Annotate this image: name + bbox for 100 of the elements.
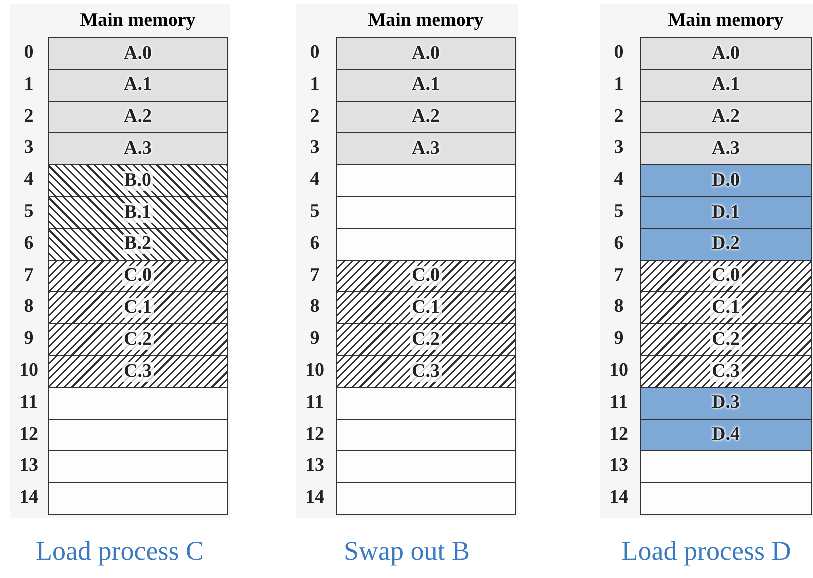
page-label: C.1 xyxy=(410,298,442,318)
memory-frame xyxy=(640,100,812,134)
page-label: C.0 xyxy=(710,266,742,286)
empty-frame xyxy=(48,418,228,452)
page-label: C.2 xyxy=(710,330,742,350)
page-label: C.1 xyxy=(710,298,742,318)
frame-number: 1 xyxy=(309,74,321,96)
memory-frame xyxy=(640,68,812,102)
page-label: B.1 xyxy=(122,202,154,223)
frame-number: 8 xyxy=(23,296,35,318)
memory-frame xyxy=(640,228,812,262)
frame-number: 3 xyxy=(613,137,625,160)
memory-panel xyxy=(10,4,230,518)
memory-frame xyxy=(640,260,812,293)
page-label: A.1 xyxy=(711,75,741,96)
page-label: A.3 xyxy=(123,139,153,160)
empty-frame xyxy=(48,386,228,420)
frame-number: 10 xyxy=(18,360,40,382)
page-label: A.2 xyxy=(411,107,441,128)
memory-frame xyxy=(640,386,812,420)
frame-number: 0 xyxy=(309,42,321,64)
memory-frame xyxy=(48,196,228,230)
frame-number: 5 xyxy=(23,201,35,223)
frame-number: 2 xyxy=(613,106,625,128)
page-label: D.0 xyxy=(711,170,741,191)
frame-number: 1 xyxy=(23,74,35,96)
frame-number: 12 xyxy=(304,424,326,446)
page-label: A.2 xyxy=(123,107,153,128)
page-label: D.3 xyxy=(711,393,741,414)
memory-frame xyxy=(48,37,228,70)
memory-panel xyxy=(600,4,813,518)
page-label: C.3 xyxy=(122,362,154,382)
frame-number: 5 xyxy=(309,201,321,223)
frame-number: 14 xyxy=(304,487,326,510)
memory-frame xyxy=(640,37,812,70)
empty-frame xyxy=(640,482,812,516)
frame-number: 14 xyxy=(608,487,630,510)
memory-frame xyxy=(48,291,228,325)
step-caption: Load process C xyxy=(35,536,205,567)
memory-frame xyxy=(48,132,228,166)
page-label: D.2 xyxy=(711,234,741,254)
page-label: C.3 xyxy=(710,362,742,382)
frame-number: 4 xyxy=(23,169,35,192)
memory-frame xyxy=(640,323,812,356)
memory-frame xyxy=(640,164,812,198)
memory-heading: Main memory xyxy=(667,10,785,32)
memory-frame xyxy=(336,132,516,166)
page-label: A.3 xyxy=(711,139,741,160)
memory-frame xyxy=(640,132,812,166)
memory-frame xyxy=(336,355,516,388)
frame-number: 14 xyxy=(18,487,40,510)
memory-frame xyxy=(640,291,812,325)
empty-frame xyxy=(336,482,516,516)
memory-frame xyxy=(640,196,812,230)
frame-number: 7 xyxy=(309,264,321,287)
page-label: C.0 xyxy=(410,266,442,286)
memory-frame xyxy=(336,323,516,356)
frame-number: 9 xyxy=(309,328,321,350)
page-label: A.1 xyxy=(123,75,153,96)
empty-frame xyxy=(336,196,516,230)
frame-number: 0 xyxy=(613,42,625,64)
page-label: A.1 xyxy=(411,75,441,96)
frame-number: 12 xyxy=(608,424,630,446)
frame-number: 1 xyxy=(613,74,625,96)
frame-number: 4 xyxy=(309,169,321,192)
frame-number: 11 xyxy=(305,392,325,414)
frame-number: 10 xyxy=(304,360,326,382)
empty-frame xyxy=(336,450,516,484)
page-label: D.4 xyxy=(711,425,741,446)
frame-number: 7 xyxy=(23,264,35,287)
memory-frame xyxy=(336,291,516,325)
memory-frame xyxy=(48,323,228,356)
empty-frame xyxy=(336,164,516,198)
memory-frame xyxy=(48,100,228,134)
memory-frame xyxy=(336,37,516,70)
page-label: C.2 xyxy=(122,330,154,350)
step-caption: Swap out B xyxy=(342,536,471,567)
frame-number: 2 xyxy=(309,106,321,128)
frame-number: 4 xyxy=(613,169,625,192)
page-label: A.2 xyxy=(711,107,741,128)
frame-number: 11 xyxy=(19,392,39,414)
memory-frame xyxy=(640,418,812,452)
frame-number: 2 xyxy=(23,106,35,128)
page-label: B.0 xyxy=(122,170,154,191)
memory-frame xyxy=(640,355,812,388)
empty-frame xyxy=(640,450,812,484)
frame-number: 3 xyxy=(23,137,35,160)
empty-frame xyxy=(48,482,228,516)
frame-number: 11 xyxy=(609,392,629,414)
frame-number: 9 xyxy=(23,328,35,350)
memory-frame xyxy=(48,228,228,262)
memory-frame xyxy=(48,164,228,198)
step-caption: Load process D xyxy=(620,536,792,567)
page-label: A.0 xyxy=(123,44,153,64)
memory-heading: Main memory xyxy=(367,10,485,32)
empty-frame xyxy=(336,418,516,452)
frame-number: 8 xyxy=(613,296,625,318)
memory-frame xyxy=(48,68,228,102)
frame-number: 7 xyxy=(613,264,625,287)
page-label: A.0 xyxy=(411,44,441,64)
